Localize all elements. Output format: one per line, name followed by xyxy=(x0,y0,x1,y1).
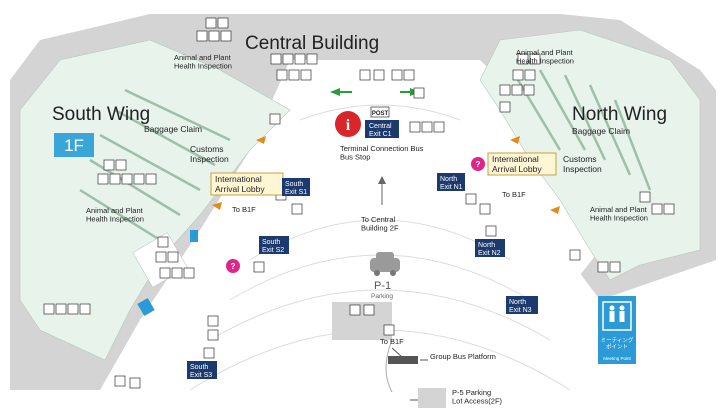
meeting-point-en: Meeting Point xyxy=(603,356,631,361)
people-icon xyxy=(609,305,625,322)
svg-text:?: ? xyxy=(476,160,481,169)
baggage-claim-north: Baggage Claim xyxy=(572,126,630,136)
post-box xyxy=(370,106,390,118)
pink-marker-south: ? xyxy=(226,259,240,273)
p5-building xyxy=(418,388,446,408)
floor-badge-label: 1F xyxy=(64,136,84,155)
meeting-point-sign[interactable]: ミーティングポイント Meeting Point xyxy=(598,296,636,364)
meeting-point-jp: ミーティングポイント xyxy=(601,336,634,350)
to-b1f-north: To B1F xyxy=(502,190,526,199)
group-bus-platform-label: Group Bus Platform xyxy=(430,352,496,361)
to-b1f-south: To B1F xyxy=(232,205,256,214)
orange-arrows xyxy=(212,136,560,214)
floor-badge xyxy=(54,133,94,157)
car-icon xyxy=(370,252,400,276)
to-b1f-p1: To B1F xyxy=(380,337,404,346)
p1-building xyxy=(332,302,392,340)
south-wing-title: South Wing xyxy=(52,104,150,125)
parking-label: Parking xyxy=(371,293,393,300)
p1-label: P-1 xyxy=(374,280,391,292)
central-building-title: Central Building xyxy=(245,33,379,54)
north-wing-title: North Wing xyxy=(572,104,667,125)
post-label: POST xyxy=(372,111,389,117)
pink-marker-north: ? xyxy=(471,157,485,171)
svg-text:i: i xyxy=(346,117,351,134)
group-bus-platform xyxy=(388,356,418,364)
baggage-claim-south: Baggage Claim xyxy=(144,124,202,134)
svg-text:?: ? xyxy=(231,262,236,271)
info-icon[interactable]: i xyxy=(335,111,361,137)
facility-icons xyxy=(43,17,675,389)
